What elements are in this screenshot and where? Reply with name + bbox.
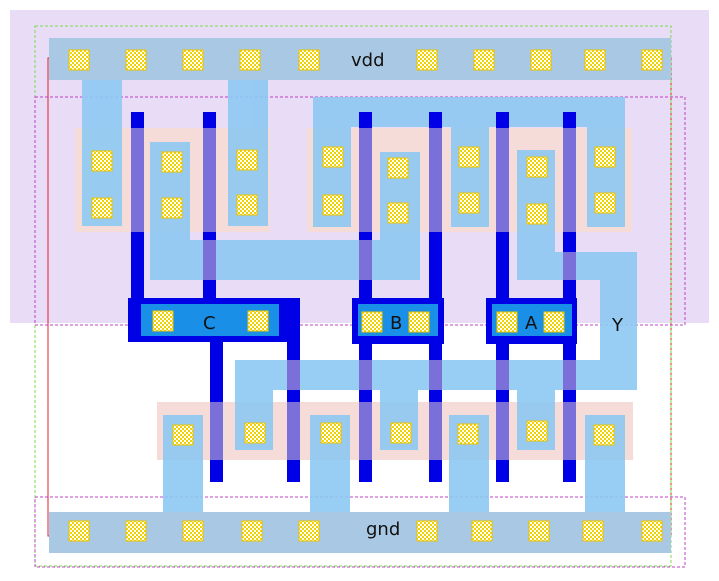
- contact-cut: [458, 192, 480, 214]
- poly-metal-overlap: [131, 128, 576, 460]
- contact-cut: [236, 194, 258, 216]
- gnd-label: gnd: [366, 519, 400, 540]
- contact-cut: [239, 49, 261, 71]
- contact-cut: [161, 197, 183, 219]
- contact-cut: [172, 424, 194, 446]
- contact-cut: [408, 311, 430, 333]
- contact-cut: [594, 192, 616, 214]
- contact-cut: [236, 149, 258, 171]
- contact-cut: [244, 422, 266, 444]
- input-b-label: B: [390, 313, 402, 334]
- contact-cut: [543, 311, 565, 333]
- contact-cut: [241, 520, 263, 542]
- contact-cut: [125, 49, 147, 71]
- contact-cut: [68, 520, 90, 542]
- contact-cut: [247, 310, 269, 332]
- contact-cut: [641, 520, 663, 542]
- contact-cut: [322, 146, 344, 168]
- contact-cut: [387, 202, 409, 224]
- contact-cut: [471, 520, 493, 542]
- contacts: [68, 49, 663, 542]
- contact-cut: [387, 157, 409, 179]
- contact-cut: [390, 422, 412, 444]
- contact-cut: [496, 311, 518, 333]
- contact-cut: [458, 146, 480, 168]
- contact-cut: [320, 422, 342, 444]
- contact-cut: [526, 203, 548, 225]
- contact-cut: [361, 311, 383, 333]
- contact-cut: [584, 49, 606, 71]
- input-c-label: C: [203, 313, 216, 334]
- contact-cut: [91, 150, 113, 172]
- contact-cut: [528, 520, 550, 542]
- contact-cut: [594, 146, 616, 168]
- input-a-label: A: [525, 313, 538, 334]
- contact-cut: [526, 420, 548, 442]
- contact-cut: [298, 49, 320, 71]
- output-y-label: Y: [611, 315, 624, 336]
- gnd-rail: [49, 512, 671, 553]
- vdd-rail: [49, 38, 671, 80]
- contact-cut: [593, 424, 615, 446]
- contact-cut: [161, 151, 183, 173]
- contact-cut: [641, 49, 663, 71]
- vdd-label: vdd: [351, 50, 385, 71]
- contact-cut: [473, 49, 495, 71]
- contact-cut: [91, 197, 113, 219]
- contact-cut: [457, 423, 479, 445]
- contact-cut: [530, 49, 552, 71]
- contact-cut: [152, 310, 174, 332]
- contact-cut: [125, 520, 147, 542]
- contact-cut: [322, 194, 344, 216]
- contact-cut: [416, 520, 438, 542]
- contact-cut: [182, 520, 204, 542]
- ndiff-outline: [34, 496, 686, 568]
- contact-cut: [182, 49, 204, 71]
- contact-cut: [526, 156, 548, 178]
- contact-cut: [582, 520, 604, 542]
- contact-cut: [416, 49, 438, 71]
- contact-cut: [298, 520, 320, 542]
- contact-cut: [68, 49, 90, 71]
